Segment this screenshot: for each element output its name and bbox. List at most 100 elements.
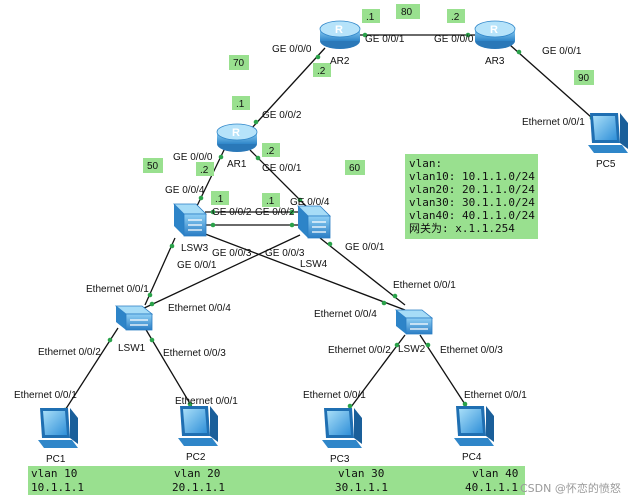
router-ar3[interactable]: R AR3 [474,20,516,67]
pc-icon [38,408,78,448]
pc-pc4[interactable]: PC4 [454,406,494,463]
vlan-info-line: 网关为: x.1.1.254 [409,221,515,235]
pc-icon [454,406,494,446]
port-dot [149,301,155,307]
vlan-info-line: vlan30: 30.1.1.0/24 [409,196,535,209]
port-label: GE 0/0/2 [262,110,302,121]
network-label-60: 60 [349,163,361,174]
port-label: Ethernet 0/0/1 [303,390,366,401]
svg-text:R: R [335,24,343,36]
port-dot [149,337,155,343]
port-dot [107,337,113,343]
port-label: GE 0/0/2 [212,207,252,218]
pc-pc1[interactable]: PC1 [38,408,78,465]
port-label: Ethernet 0/0/4 [314,309,377,320]
port-label: Ethernet 0/0/1 [14,390,77,401]
port-label: Ethernet 0/0/1 [393,280,456,291]
link-ar2-ar1 [249,47,326,131]
port-label: Ethernet 0/0/1 [464,390,527,401]
port-label: Ethernet 0/0/2 [328,345,391,356]
port-dot [394,342,400,348]
address-label: .1 [266,196,275,207]
device-label-pc2: PC2 [186,452,206,463]
link-lsw2-pc4 [419,334,471,413]
port-labels: GE 0/0/1 GE 0/0/0 GE 0/0/0 GE 0/0/1 Ethe… [14,34,585,407]
svg-text:R: R [232,127,240,139]
router-icon: R [319,20,361,49]
device-label-lsw2: LSW2 [398,344,426,355]
port-label: Ethernet 0/0/4 [168,303,231,314]
address-label: .2 [266,146,275,157]
switch-lsw1[interactable]: LSW1 [114,305,154,354]
router-ar2[interactable]: R AR2 [319,20,361,67]
link-lsw1-pc1 [59,327,119,419]
vlan-strip-label: vlan 40 [472,467,518,480]
port-label: Ethernet 0/0/1 [522,117,585,128]
port-dot [169,243,175,249]
port-dot [462,401,468,407]
port-dot [253,119,259,125]
link-lsw4-lsw2 [319,237,406,306]
port-dot [198,195,204,201]
router-icon: R [474,20,516,49]
switch-icon [114,305,154,331]
port-dot [465,32,471,38]
vlan-info-line: vlan10: 10.1.1.0/24 [409,170,535,183]
vlan-strip-ip: 40.1.1.1 [465,481,518,494]
port-label: GE 0/0/4 [165,185,205,196]
port-label: Ethernet 0/0/2 [38,347,101,358]
port-dot [289,222,295,228]
switch-lsw3[interactable]: LSW3 [173,203,209,254]
port-dot [392,293,398,299]
switch-icon [297,205,331,239]
router-ar1[interactable]: R AR1 [216,123,258,170]
address-label: .1 [366,12,375,23]
address-label: .2 [317,66,326,77]
vlan-info-box: vlan: vlan10: 10.1.1.0/24 vlan20: 20.1.1… [405,154,538,239]
vlan-info-line: vlan40: 40.1.1.0/24 [409,209,535,222]
port-label: GE 0/0/2 [255,207,295,218]
pc-pc2[interactable]: PC2 [178,406,218,463]
port-dot [516,49,522,55]
port-dot [210,222,216,228]
device-label-pc3: PC3 [330,454,350,465]
network-label-90: 90 [578,73,590,84]
link-lsw2-pc3 [344,334,406,416]
vlan-strip-ip: 10.1.1.1 [31,481,84,494]
address-labels: .1 .2 .2 .1 .2 .1 .2 .1 [196,9,465,207]
vlan-strip-ip: 30.1.1.1 [335,481,388,494]
device-label-lsw3: LSW3 [181,243,209,254]
network-label-50: 50 [147,161,159,172]
port-label: GE 0/0/3 [212,248,252,259]
address-label: .2 [200,165,209,176]
switch-lsw2[interactable]: LSW2 [394,309,434,355]
port-dot [362,32,368,38]
address-label: .2 [451,12,460,23]
address-label: .1 [215,194,224,205]
port-dot [289,209,295,215]
watermark: CSDN @怀恋的愤怒 [520,481,621,495]
port-label: GE 0/0/0 [272,44,312,55]
port-label: GE 0/0/1 [345,242,385,253]
address-label: .1 [236,99,245,110]
link-lsw4-lsw1 [139,234,301,311]
device-label-pc1: PC1 [46,454,66,465]
port-label: GE 0/0/1 [365,34,405,45]
vlan-info-line: vlan: [409,157,442,170]
switch-icon [394,309,434,335]
pc-pc5[interactable]: PC5 [588,113,628,170]
network-label-80: 80 [401,7,413,18]
port-dot [327,241,333,247]
port-label: GE 0/0/1 [177,260,217,271]
port-dot [315,54,321,60]
port-dot [210,209,216,215]
port-label: Ethernet 0/0/1 [175,396,238,407]
device-label-pc4: PC4 [462,452,482,463]
pc-pc3[interactable]: PC3 [322,408,362,465]
switch-lsw4[interactable]: LSW4 [297,205,331,270]
pc-icon [178,406,218,446]
device-label-ar2: AR2 [330,56,350,67]
port-label: GE 0/0/3 [265,248,305,259]
port-dot [218,154,224,160]
